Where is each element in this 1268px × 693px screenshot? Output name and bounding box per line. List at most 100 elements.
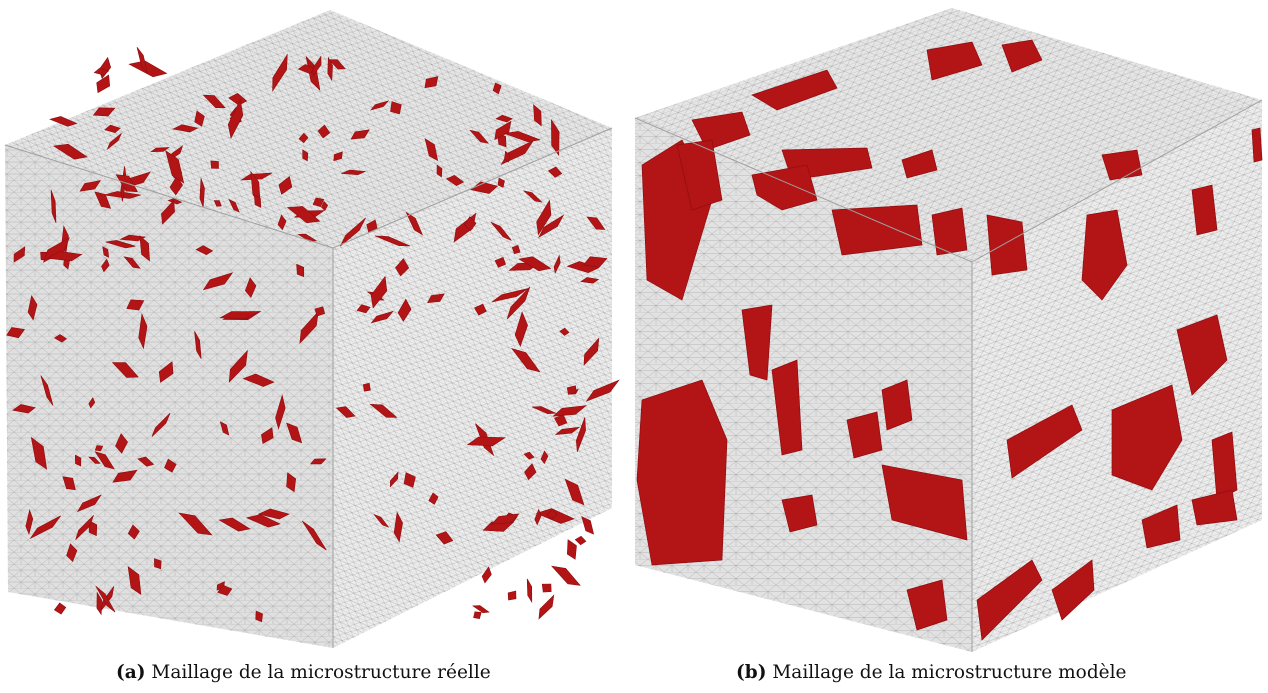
inclusion	[374, 235, 411, 247]
inclusion	[536, 199, 552, 236]
inclusion	[327, 56, 333, 82]
inclusion	[25, 509, 34, 535]
inclusion	[165, 150, 185, 184]
aggregate	[881, 464, 968, 541]
inclusion	[427, 293, 445, 304]
inclusion	[397, 298, 412, 322]
inclusion	[424, 76, 439, 89]
aggregate	[751, 69, 838, 111]
inclusion	[50, 189, 57, 224]
inclusion	[526, 578, 533, 604]
inclusion	[127, 566, 142, 596]
inclusion	[96, 74, 111, 94]
inclusion	[96, 591, 103, 616]
inclusion	[428, 492, 439, 505]
inclusion	[553, 254, 561, 274]
inclusion	[88, 456, 101, 464]
inclusion	[213, 200, 222, 207]
inclusion	[43, 237, 70, 263]
inclusion	[586, 216, 606, 230]
inclusion	[286, 472, 297, 493]
inclusion	[40, 375, 54, 406]
inclusion	[389, 471, 399, 488]
inclusion	[405, 211, 424, 236]
inclusion	[497, 177, 505, 188]
inclusion	[194, 110, 205, 127]
inclusion	[370, 275, 388, 309]
inclusion	[474, 303, 487, 316]
inclusion	[504, 131, 541, 143]
inclusion	[278, 175, 293, 195]
aggregate	[771, 359, 803, 456]
inclusion	[464, 216, 477, 232]
inclusion	[314, 306, 326, 317]
inclusion	[101, 258, 110, 273]
inclusion	[514, 311, 528, 348]
aggregate	[1211, 431, 1238, 501]
inclusion	[88, 520, 98, 537]
inclusion	[53, 602, 67, 615]
inclusion	[255, 610, 263, 623]
aggregate	[831, 204, 923, 256]
inclusion	[102, 246, 110, 258]
caption-b: (b) Maillage de la microstructure modèle	[736, 662, 1126, 684]
inclusion	[6, 327, 26, 339]
inclusion	[111, 362, 139, 378]
inclusion	[511, 347, 541, 373]
inclusion	[395, 258, 410, 277]
inclusion	[540, 450, 549, 465]
inclusion	[424, 138, 439, 162]
inclusion	[312, 197, 325, 207]
inclusion	[583, 256, 608, 268]
inclusion	[491, 288, 529, 303]
inclusion	[272, 53, 288, 93]
inclusion	[75, 515, 94, 540]
inclusion	[119, 234, 147, 242]
inclusion	[286, 206, 321, 224]
inclusion	[240, 172, 273, 181]
inclusion	[202, 272, 234, 291]
inclusion	[500, 139, 535, 166]
aggregate	[1176, 314, 1228, 396]
inclusion	[219, 421, 230, 436]
inclusion	[218, 311, 260, 319]
inclusion	[194, 331, 202, 359]
inclusion	[481, 566, 492, 584]
inclusion	[218, 517, 251, 532]
inclusion	[356, 304, 371, 314]
inclusion	[227, 98, 244, 139]
caption-b-tag: (b)	[736, 662, 767, 683]
inclusion	[566, 385, 577, 395]
inclusion	[299, 310, 319, 344]
inclusion	[92, 107, 116, 117]
inclusion	[210, 160, 219, 169]
inclusion	[551, 118, 560, 157]
inclusion	[533, 104, 542, 127]
inclusion	[524, 463, 537, 481]
inclusion	[13, 246, 26, 263]
inclusion	[522, 190, 543, 203]
inclusion	[504, 150, 510, 163]
inclusion	[369, 403, 398, 418]
inclusion	[393, 511, 403, 543]
inclusion	[253, 194, 262, 208]
inclusion	[104, 124, 121, 134]
inclusion	[523, 451, 535, 460]
inclusion	[228, 349, 248, 383]
inclusion	[335, 406, 356, 418]
inclusion	[261, 427, 274, 444]
inclusion	[298, 132, 309, 144]
aggregate	[931, 207, 968, 256]
inclusion	[445, 174, 465, 187]
inclusion	[257, 508, 290, 520]
inclusion	[151, 412, 171, 437]
inclusion	[93, 67, 110, 76]
inclusion	[54, 334, 68, 343]
inclusion	[245, 514, 281, 528]
inclusion	[333, 151, 343, 162]
inclusion	[580, 277, 600, 284]
inclusion	[138, 312, 148, 350]
aggregate	[1081, 209, 1128, 301]
aggregate	[881, 379, 913, 431]
inclusion	[12, 404, 36, 414]
